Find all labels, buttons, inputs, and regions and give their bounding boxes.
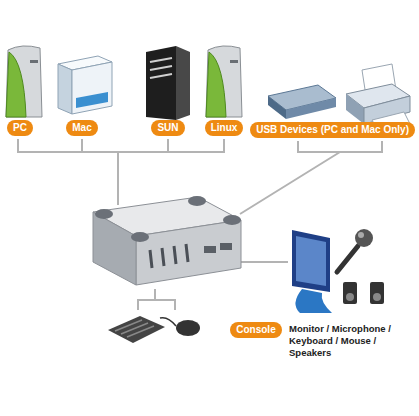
label-pill: Mac	[66, 120, 97, 136]
pill-text: Console	[236, 324, 275, 336]
monitor	[292, 230, 332, 313]
sun-workstation	[146, 46, 190, 120]
scanner	[268, 85, 336, 119]
pill-text: Linux	[211, 122, 238, 134]
mac-computer	[58, 56, 112, 114]
pc-computer	[6, 46, 42, 117]
pill-text: SUN	[157, 122, 178, 134]
mouse	[160, 318, 200, 336]
linux-computer	[206, 46, 242, 117]
pill-text: USB Devices (PC and Mac Only)	[256, 124, 409, 136]
label-pill: PC	[7, 120, 33, 136]
wiring	[18, 139, 382, 310]
kvm-switch	[93, 196, 241, 285]
pill-text: Mac	[72, 122, 91, 134]
label-pill: USB Devices (PC and Mac Only)	[250, 122, 415, 138]
keyboard	[108, 316, 165, 343]
label-pill: SUN	[151, 120, 184, 136]
pill-text: PC	[13, 122, 27, 134]
console-devices-note: Monitor / Microphone / Keyboard / Mouse …	[289, 323, 416, 359]
microphone	[337, 229, 373, 272]
label-pill: Console	[230, 322, 281, 338]
speakers	[343, 282, 384, 304]
label-pill: Linux	[205, 120, 244, 136]
